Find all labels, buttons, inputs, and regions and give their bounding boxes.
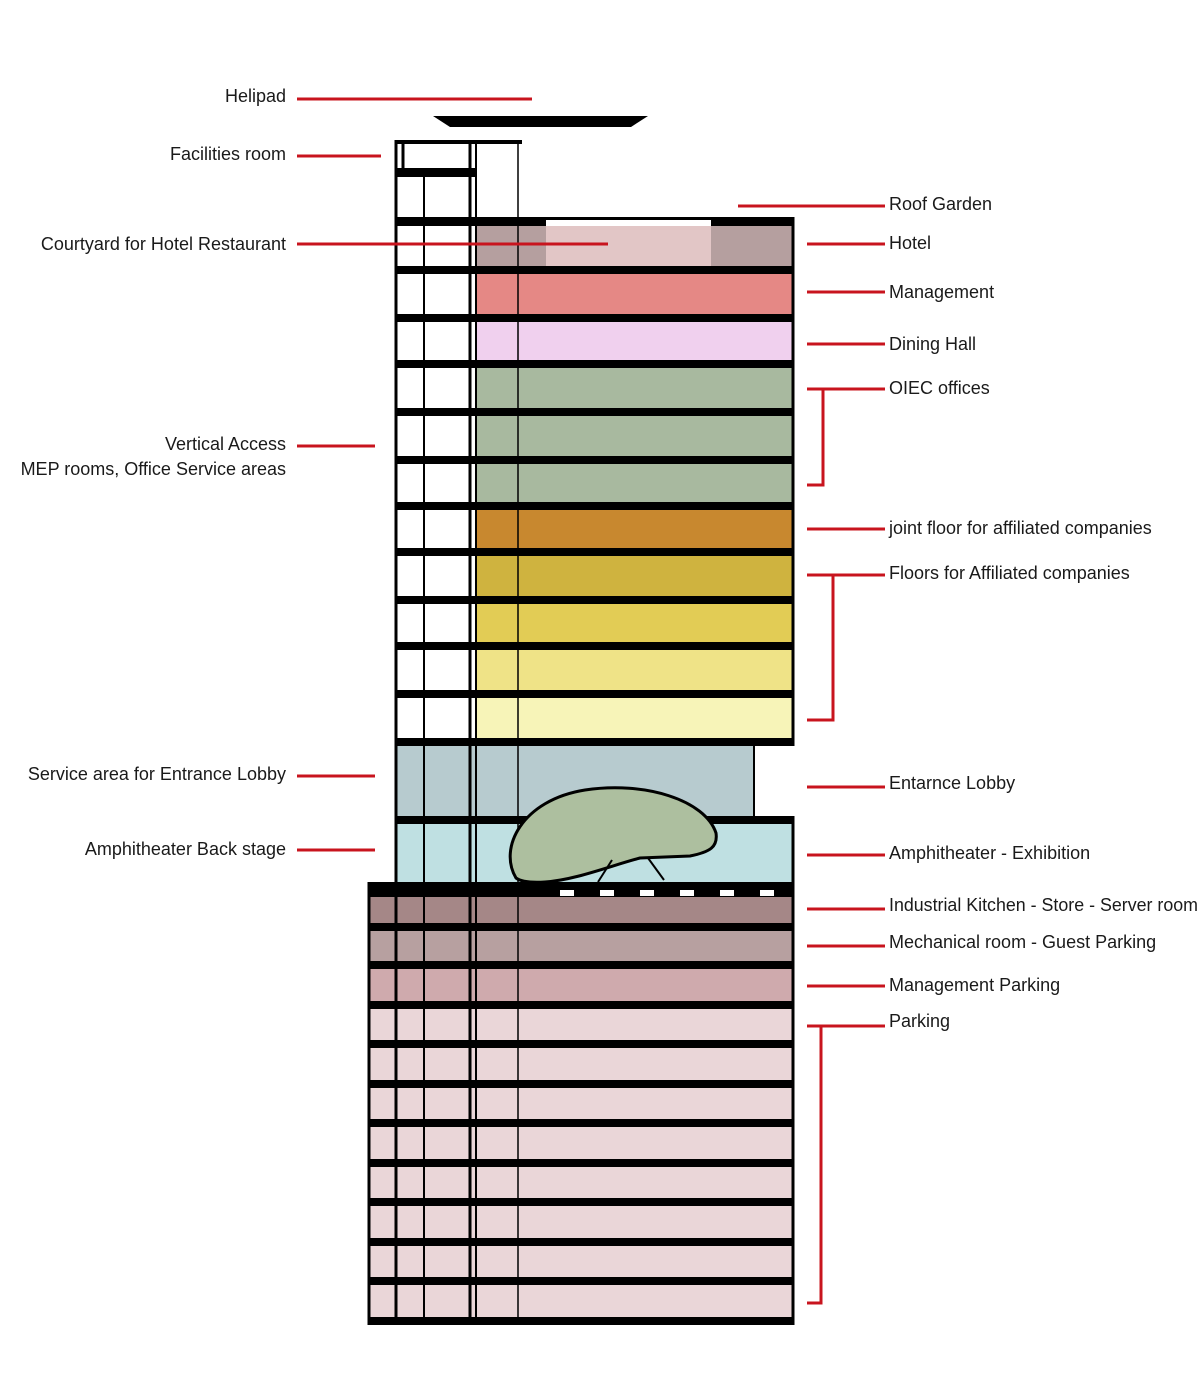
leader-lines-left (297, 97, 608, 852)
label-management: Management (889, 282, 994, 302)
floor-management (476, 274, 793, 314)
facilities-room (396, 140, 522, 177)
label-lobby-service: Service area for Entrance Lobby (28, 764, 286, 784)
label-courtyard: Courtyard for Hotel Restaurant (41, 234, 286, 254)
label-mechanical-room: Mechanical room - Guest Parking (889, 932, 1156, 952)
floor-hotel (546, 226, 711, 266)
label-entrance-lobby: Entarnce Lobby (889, 773, 1015, 793)
floor-dining-hall (476, 322, 793, 360)
floor-hotel-right (711, 226, 793, 266)
floor-affiliated-2 (476, 604, 793, 642)
label-parking: Parking (889, 1011, 950, 1031)
floor-management-parking (369, 969, 793, 1001)
floor-hotel-left (476, 226, 546, 266)
label-roof-garden: Roof Garden (889, 194, 992, 214)
label-amphitheater-exhibition: Amphitheater - Exhibition (889, 843, 1090, 863)
leader-lines-right (738, 204, 885, 1305)
labels-right: Roof Garden Hotel Management Dining Hall… (888, 194, 1198, 1031)
podium-slab-notches (560, 890, 774, 896)
label-dining-hall: Dining Hall (889, 334, 976, 354)
labels-left: Helipad Facilities room Courtyard for Ho… (21, 86, 286, 859)
floor-oiec-2 (476, 416, 793, 456)
helipad-deck (433, 116, 648, 127)
amphitheater-volume (508, 786, 718, 884)
label-hotel: Hotel (889, 233, 931, 253)
floor-affiliated-4 (476, 698, 793, 738)
floor-mechanical (369, 931, 793, 961)
label-affiliated-floors: Floors for Affiliated companies (889, 563, 1130, 583)
amphitheater-backstage (396, 824, 476, 884)
basement-floors (369, 897, 793, 1319)
floor-oiec-1 (476, 368, 793, 408)
core-columns (367, 140, 795, 1325)
label-facilities-room: Facilities room (170, 144, 286, 164)
floor-joint (476, 510, 793, 548)
floor-affiliated-1 (476, 556, 793, 596)
label-amphitheater-backstage: Amphitheater Back stage (85, 839, 286, 859)
label-oiec-offices: OIEC offices (889, 378, 990, 398)
label-vertical-access: Vertical Access (165, 434, 286, 454)
label-joint-floor: joint floor for affiliated companies (888, 518, 1152, 538)
tower-floors (476, 226, 793, 738)
floor-affiliated-3 (476, 650, 793, 690)
label-kitchen-store-server: Industrial Kitchen - Store - Server room (889, 895, 1198, 915)
label-mep-rooms: MEP rooms, Office Service areas (21, 459, 286, 479)
lobby-service-area (396, 746, 476, 816)
floor-oiec-3 (476, 464, 793, 502)
label-helipad: Helipad (225, 86, 286, 106)
floor-slabs (369, 217, 793, 1325)
floor-kitchen-store (369, 897, 793, 923)
label-management-parking: Management Parking (889, 975, 1060, 995)
